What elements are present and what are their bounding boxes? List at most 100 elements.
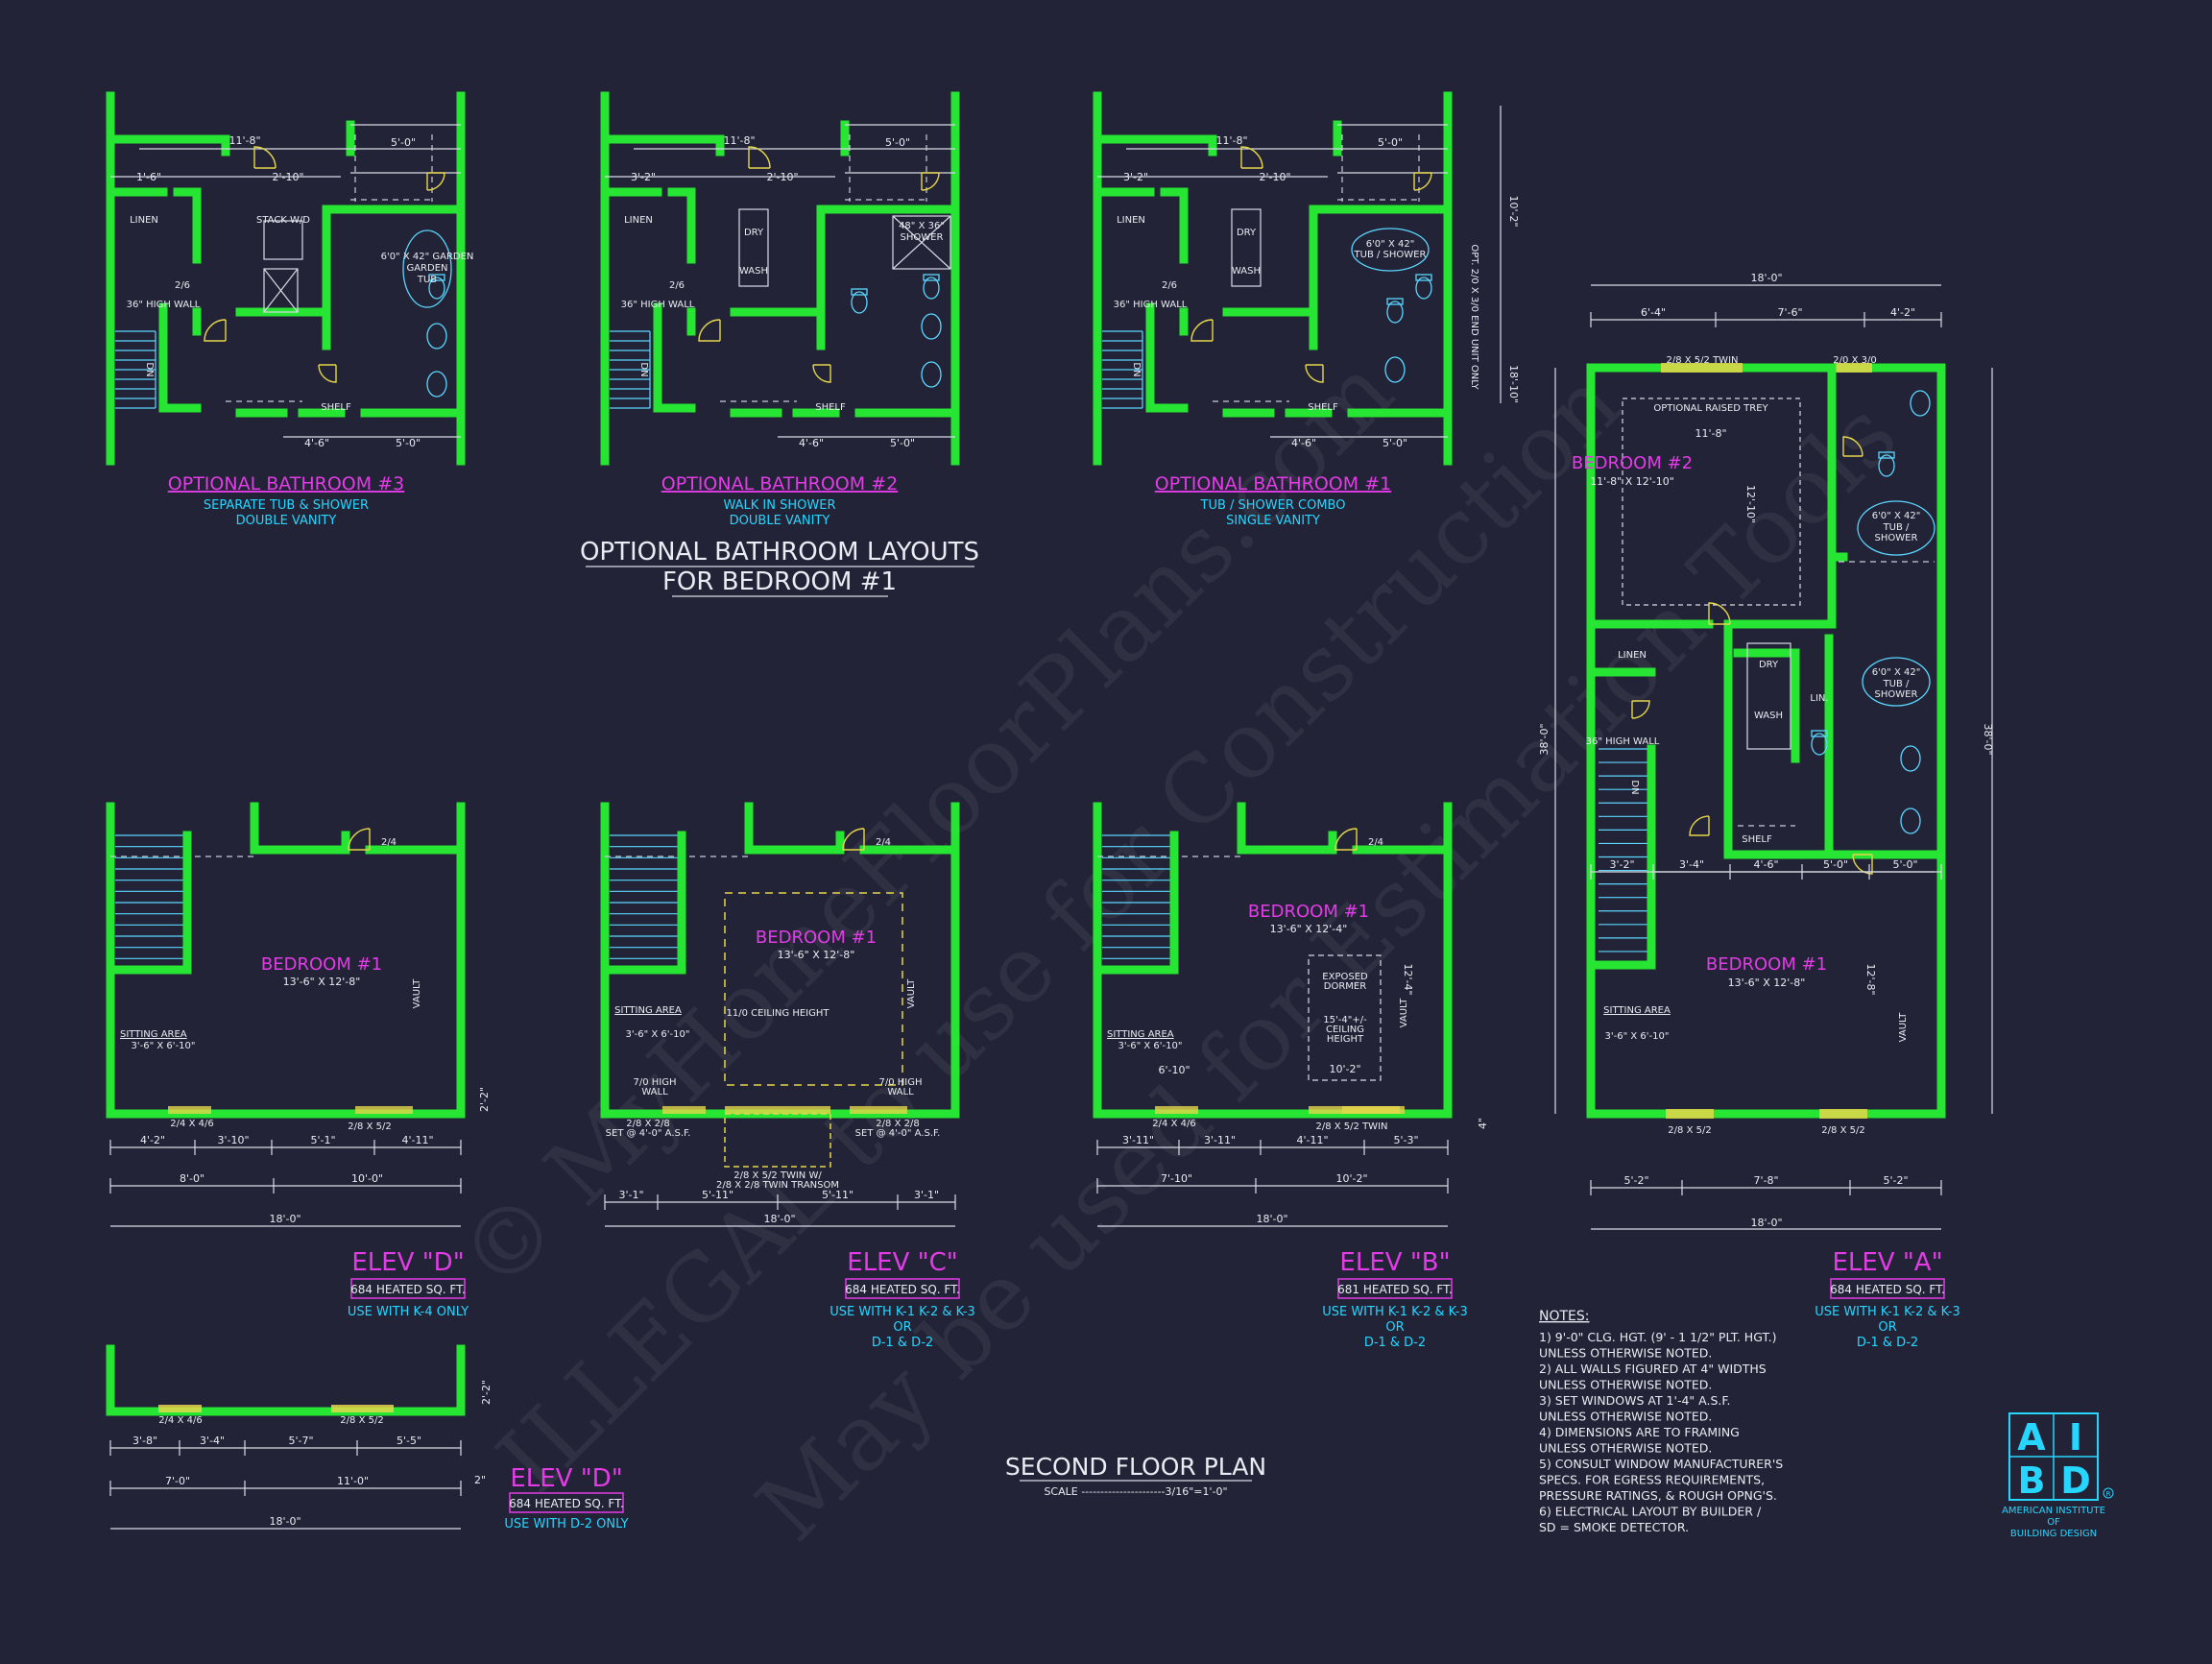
watermark-line-2: ILLEGAL to use for Construction xyxy=(477,350,1641,1513)
dim-label: 5'-5" xyxy=(397,1435,421,1447)
elev-a-use-3: D-1 & D-2 xyxy=(1857,1336,1918,1350)
window-2-label: 2/8 X 2/8 xyxy=(876,1119,919,1129)
sink-basin xyxy=(1900,808,1921,834)
stairs xyxy=(610,330,651,409)
stack-wd xyxy=(263,220,303,260)
door-arc xyxy=(698,319,721,342)
door-arc xyxy=(1689,815,1710,836)
strip-walls xyxy=(106,1344,466,1416)
raised-trey xyxy=(1622,398,1801,606)
dim-row-1: 4'-2"3'-10"5'-1"4'-11" xyxy=(109,1134,462,1155)
tub-size-label: 6'0" X 42" GARDEN xyxy=(381,252,474,262)
shower-label: SHOWER xyxy=(901,232,944,243)
toilet-bowl xyxy=(851,291,868,314)
bath1-sink-2 xyxy=(1900,808,1921,834)
dry-label: DRY xyxy=(1237,228,1257,238)
notes-line: PRESSURE RATINGS, & ROUGH OPNG'S. xyxy=(1539,1488,1777,1503)
linen-label: LINEN xyxy=(624,215,653,226)
logo-letter-d: D xyxy=(2060,1459,2091,1502)
door-arc xyxy=(1852,854,1873,875)
bed2-door xyxy=(1708,602,1731,625)
toilet-tank xyxy=(923,274,940,281)
dormer-area xyxy=(1308,954,1382,1081)
dry-wash xyxy=(738,208,769,287)
bottom-dims: 5'-2"7'-8"5'-2" xyxy=(1590,1174,1942,1195)
bath1-walls xyxy=(1723,619,1946,859)
bath-2-line2: DOUBLE VANITY xyxy=(730,514,830,528)
dormer-label: EXPOSED xyxy=(1322,972,1368,982)
scale-note: SCALE ----------------------3/16"=1'-0" xyxy=(1044,1485,1227,1498)
bedroom-2-name: BEDROOM #2 xyxy=(1572,453,1693,473)
window-1 xyxy=(662,1106,706,1114)
dim-label: 5'-11" xyxy=(822,1189,854,1201)
sink-basin xyxy=(921,361,942,388)
window-2-label: 2/8 X 5/2 xyxy=(348,1121,391,1132)
bedroom-walls xyxy=(106,802,466,1119)
strip-dim-row-2: 7'-0"11'-0" xyxy=(109,1475,462,1496)
garden-tub xyxy=(402,229,452,308)
window-top-twin-label: 2/8 X 5/2 TWIN xyxy=(1667,355,1739,366)
door-arc xyxy=(253,146,276,169)
bath2-tub-size: 6'0" X 42" xyxy=(1872,511,1921,521)
window-top-twin xyxy=(1661,363,1743,373)
dim-closet: 5'-0" xyxy=(1378,136,1403,149)
shelf-label: SHELF xyxy=(321,402,351,413)
toilet-bowl xyxy=(1386,301,1404,324)
elev-a-label-block: ELEV "A" 684 HEATED SQ. FT. USE WITH K-1… xyxy=(1815,1248,1960,1350)
stairs xyxy=(115,330,156,409)
bedroom-door xyxy=(842,828,865,851)
stairs xyxy=(115,834,188,971)
stair-dn-label: DN xyxy=(1131,362,1142,376)
dormer-width: 10'-2" xyxy=(1329,1063,1360,1075)
linen-label: LINEN xyxy=(1117,215,1145,226)
dim-label: 10'-2" xyxy=(1335,1172,1367,1185)
dim-label: 6'-4" xyxy=(1641,306,1666,319)
tub-label-2: TUB xyxy=(417,275,437,285)
sitting-area-label: SITTING AREA xyxy=(120,1029,187,1040)
bath1-tub-size: 6'0" X 42" xyxy=(1872,667,1921,678)
window-1 xyxy=(1155,1106,1198,1114)
elev-d-area: 684 HEATED SQ. FT. xyxy=(350,1283,466,1296)
door-arc xyxy=(1334,828,1358,851)
bath2-door xyxy=(1842,436,1863,457)
elev-d-label-block: ELEV "D" 684 HEATED SQ. FT. USE WITH K-4… xyxy=(348,1248,469,1319)
shower-size-label: 48" X 36" xyxy=(899,221,945,231)
tub-size-label: 6'0" X 42" xyxy=(1366,239,1415,250)
dim-label: 8'-0" xyxy=(180,1172,204,1185)
strip-dim-row-1: 3'-8"3'-4"5'-7"5'-5" xyxy=(109,1435,462,1456)
tub-shower xyxy=(1351,228,1430,272)
door-size-label: 2/6 xyxy=(175,280,190,291)
dim-label: 3'-8" xyxy=(132,1435,157,1447)
notes-heading: NOTES: xyxy=(1539,1309,1590,1324)
elev-a-area: 684 HEATED SQ. FT. xyxy=(1830,1283,1945,1296)
dry-wash xyxy=(1746,642,1791,750)
dim-row-2: 7'-10"10'-2" xyxy=(1096,1172,1449,1194)
opt-window-note: OPT. 2/0 X 3/0 END UNIT ONLY xyxy=(1469,244,1479,390)
bed1-top-dims: 3'-2"3'-4"4'-6"5'-0"5'-0" xyxy=(1590,858,1942,880)
dim-label: 5'-0" xyxy=(1892,858,1917,871)
elev-d2-label-block: ELEV "D" 684 HEATED SQ. FT. USE WITH D-2… xyxy=(504,1464,628,1531)
wash-label: WASH xyxy=(739,266,768,277)
dim-total: 18'-0" xyxy=(763,1213,795,1225)
dim-total-bottom: 18'-0" xyxy=(1750,1217,1782,1229)
bath-1-title: OPTIONAL BATHROOM #1 xyxy=(1155,473,1391,494)
dormer-height: 12'-4" xyxy=(1402,963,1414,995)
dim-bottom-a: 4'-6" xyxy=(1291,437,1316,449)
dim-label: 4'-2" xyxy=(1890,306,1915,319)
half-wall-label: 36" HIGH WALL xyxy=(127,300,201,310)
wall-right-label-2: WALL xyxy=(887,1087,914,1097)
half-wall-label: 36" HIGH WALL xyxy=(621,300,695,310)
door-arc xyxy=(1305,364,1324,383)
dim-label: 5'-1" xyxy=(310,1134,335,1146)
stair-dn-label: DN xyxy=(144,362,155,376)
dry-label: DRY xyxy=(744,228,764,238)
door-arc xyxy=(748,146,771,169)
dim-total: 18'-0" xyxy=(269,1213,301,1225)
toilet-bowl xyxy=(923,277,940,300)
dim-top-row: 6'-4"7'-6"4'-2" xyxy=(1590,306,1942,327)
notes-line: 3) SET WINDOWS AT 1'-4" A.S.F. xyxy=(1539,1393,1731,1408)
bath2-sink xyxy=(1910,390,1931,417)
sink-2 xyxy=(921,361,942,388)
